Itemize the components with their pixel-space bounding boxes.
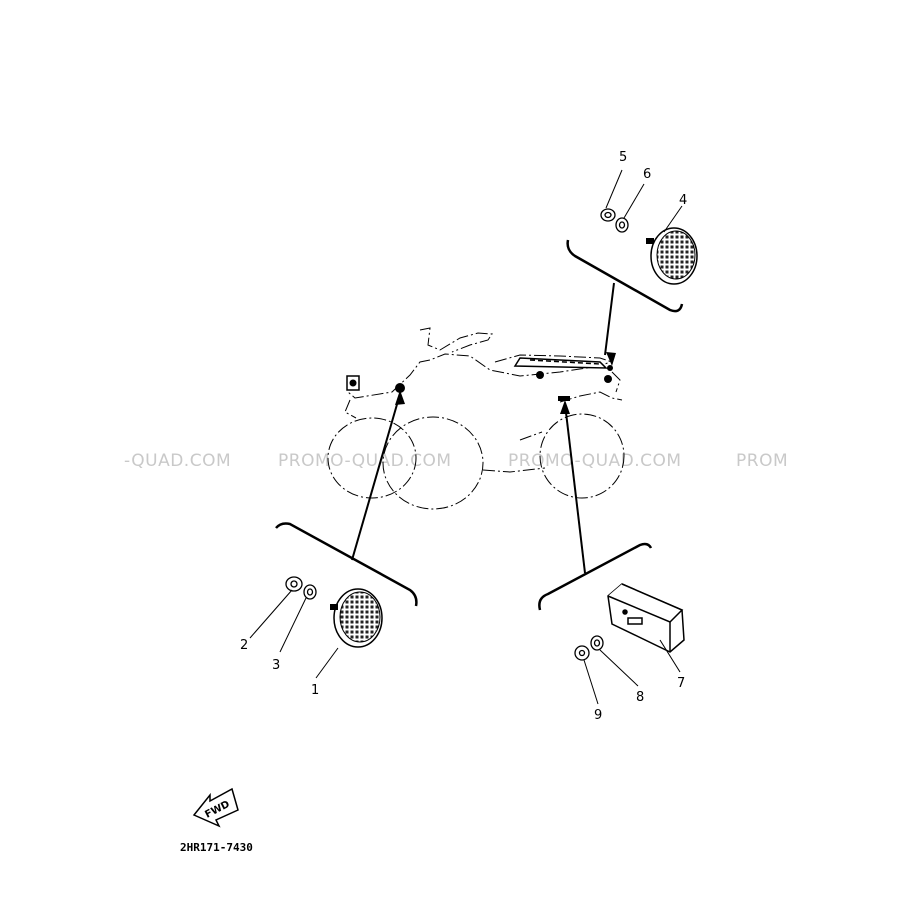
callout-number: 6 [643, 167, 651, 182]
callout-lines [249, 169, 683, 705]
reflector-side [607, 583, 685, 653]
callout-labels: 1 2 3 4 5 6 7 8 9 [240, 150, 687, 723]
atv-outline [327, 327, 625, 510]
callout-number: 2 [240, 638, 248, 653]
reflector-rear [646, 227, 698, 285]
callout-number: 1 [311, 683, 319, 698]
callout-number: 7 [677, 676, 685, 691]
callout-number: 8 [636, 690, 644, 705]
callout-number: 9 [594, 708, 602, 723]
nut-washer-side [574, 635, 604, 661]
part-code: 2HR171-7430 [180, 841, 253, 854]
watermark-text: -QUAD.COM [124, 451, 231, 471]
bracket-frames [275, 239, 684, 611]
watermark-text: PROM [736, 451, 788, 471]
callout-number: 5 [619, 150, 627, 165]
callout-number: 4 [679, 193, 687, 208]
forward-arrow-icon: FWD [192, 787, 239, 828]
nut-washer-front [285, 576, 317, 600]
reflector-front-left [330, 588, 383, 648]
watermark-text: PROMO-QUAD.COM [508, 451, 682, 471]
leader-lines [351, 282, 615, 574]
mount-points [349, 365, 613, 401]
watermark-text: PROMO-QUAD.COM [278, 451, 452, 471]
nut-washer-rear [600, 208, 629, 233]
atv-accents [346, 357, 608, 391]
arrowheads [395, 352, 616, 414]
callout-number: 3 [272, 658, 280, 673]
watermark-group: -QUAD.COM PROMO-QUAD.COM PROMO-QUAD.COM … [124, 451, 788, 471]
